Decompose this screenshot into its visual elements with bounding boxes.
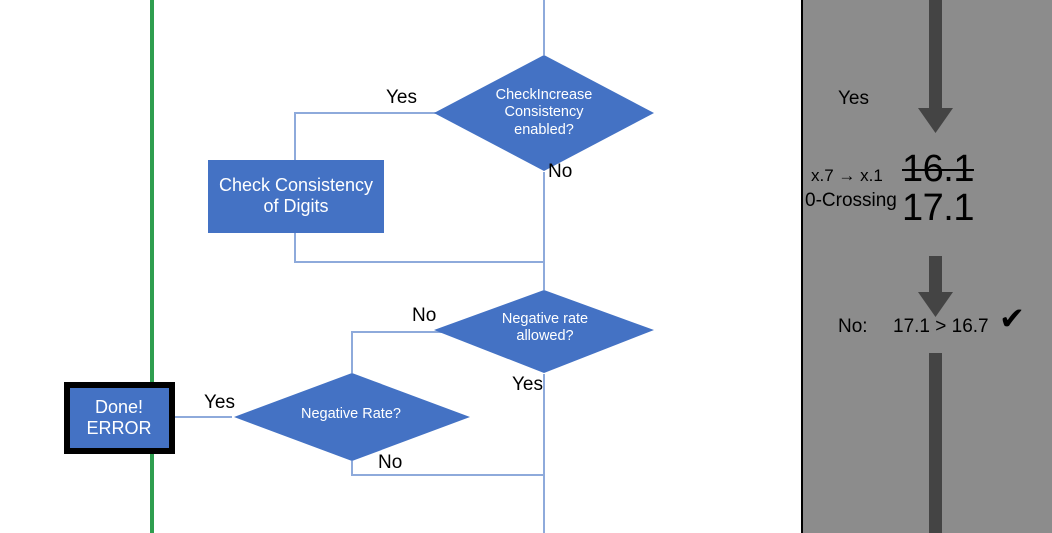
- node-negative-rate-allowed[interactable]: [434, 290, 654, 373]
- connector-no-to-negative-rate: [351, 331, 452, 373]
- check-mark-icon: ✔: [999, 301, 1025, 336]
- node-check-consistency-of-digits[interactable]: [208, 160, 384, 233]
- panel-value-current: 17.1: [902, 187, 974, 229]
- panel-comparison-text: 17.1 > 16.7: [893, 316, 989, 337]
- node-negative-rate[interactable]: [234, 373, 470, 461]
- edge-label-no-check-increase: No: [548, 161, 573, 182]
- annotation-panel: Yes x.7 → x.1 0-Crossing 16.1 17.1 No: 1…: [801, 0, 1052, 533]
- connector-no-rate-to-spine: [351, 461, 544, 476]
- edge-label-yes-negative-rate-allowed: Yes: [512, 374, 543, 395]
- connector-process-to-spine: [294, 232, 544, 263]
- edge-label-yes-negative-rate: Yes: [204, 392, 235, 413]
- panel-arrows: [918, 0, 953, 533]
- panel-value-struck: 16.1: [902, 148, 974, 190]
- connector-lines: [172, 0, 545, 533]
- edge-label-no-negative-rate-allowed: No: [412, 305, 437, 326]
- flowchart-graphics: [64, 0, 654, 533]
- node-done-error[interactable]: [64, 382, 175, 454]
- down-arrow-middle: [918, 256, 953, 317]
- flowchart-region: CheckIncrease Consistency enabled? Check…: [64, 0, 654, 533]
- panel-zero-crossing-label: 0-Crossing: [805, 190, 897, 211]
- down-arrow-top: [918, 0, 953, 133]
- node-check-increase-consistency[interactable]: [434, 55, 654, 171]
- connector-yes-to-process: [294, 112, 436, 161]
- panel-transition-label: x.7 → x.1: [811, 166, 883, 185]
- edge-label-yes-check-increase: Yes: [386, 87, 417, 108]
- panel-yes-label: Yes: [838, 88, 869, 109]
- down-arrow-tail-shaft: [929, 353, 942, 533]
- panel-no-label: No:: [838, 316, 868, 337]
- edge-label-no-negative-rate: No: [378, 452, 403, 473]
